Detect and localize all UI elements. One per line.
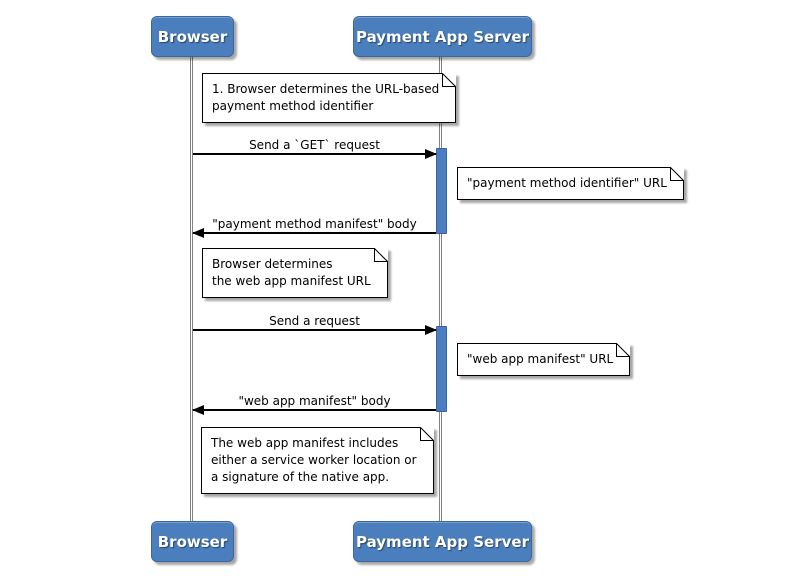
activation-bar-2 [436, 326, 447, 412]
note-url-based-identifier: 1. Browser determines the URL-based paym… [202, 73, 457, 123]
arrowhead-left-icon [192, 405, 204, 415]
arrowhead-left-icon [192, 228, 204, 238]
note-text: 1. Browser determines the URL-based paym… [212, 82, 440, 113]
message-label: Send a `GET` request [249, 138, 380, 152]
message-label: "payment method manifest" body [212, 217, 417, 231]
note-text: "web app manifest" URL [467, 352, 614, 366]
note-browser-determines-web-app-manifest: Browser determines the web app manifest … [202, 248, 388, 298]
actor-label-browser: Browser [157, 27, 228, 46]
activation-bar-1 [436, 148, 447, 234]
message-send-get-request: Send a `GET` request [193, 135, 437, 159]
lifeline-browser [190, 57, 193, 521]
message-payment-method-manifest-body: "payment method manifest" body [192, 214, 436, 238]
folded-corner-icon [442, 73, 457, 87]
folded-corner-icon [419, 427, 434, 441]
message-line [193, 329, 436, 331]
arrowhead-right-icon [425, 325, 437, 335]
actor-box-payment-app-server-bottom: Payment App Server [353, 521, 532, 562]
note-text: Browser determines the web app manifest … [212, 257, 371, 288]
message-line [193, 232, 436, 234]
message-label: Send a request [269, 314, 360, 328]
actor-label-browser: Browser [157, 532, 228, 551]
actor-box-browser-top: Browser [151, 16, 234, 57]
actor-label-payment-app-server: Payment App Server [356, 532, 529, 551]
message-line [193, 153, 436, 155]
message-line [193, 409, 436, 411]
message-send-a-request: Send a request [193, 311, 437, 335]
note-web-app-manifest-contents: The web app manifest includes either a s… [201, 427, 434, 494]
message-label: "web app manifest" body [238, 394, 391, 408]
folded-corner-icon [373, 248, 388, 262]
note-text: "payment method identifier" URL [467, 176, 667, 190]
actor-label-payment-app-server: Payment App Server [356, 27, 529, 46]
note-text: The web app manifest includes either a s… [211, 436, 417, 484]
message-web-app-manifest-body: "web app manifest" body [192, 391, 436, 415]
lifeline-payment-app-server [439, 57, 442, 521]
folded-corner-icon [669, 167, 684, 181]
arrowhead-right-icon [425, 149, 437, 159]
actor-box-browser-bottom: Browser [151, 521, 234, 562]
actor-box-payment-app-server-top: Payment App Server [353, 16, 532, 57]
note-payment-method-identifier-url: "payment method identifier" URL [457, 167, 684, 200]
folded-corner-icon [616, 343, 631, 357]
note-web-app-manifest-url: "web app manifest" URL [457, 343, 631, 376]
